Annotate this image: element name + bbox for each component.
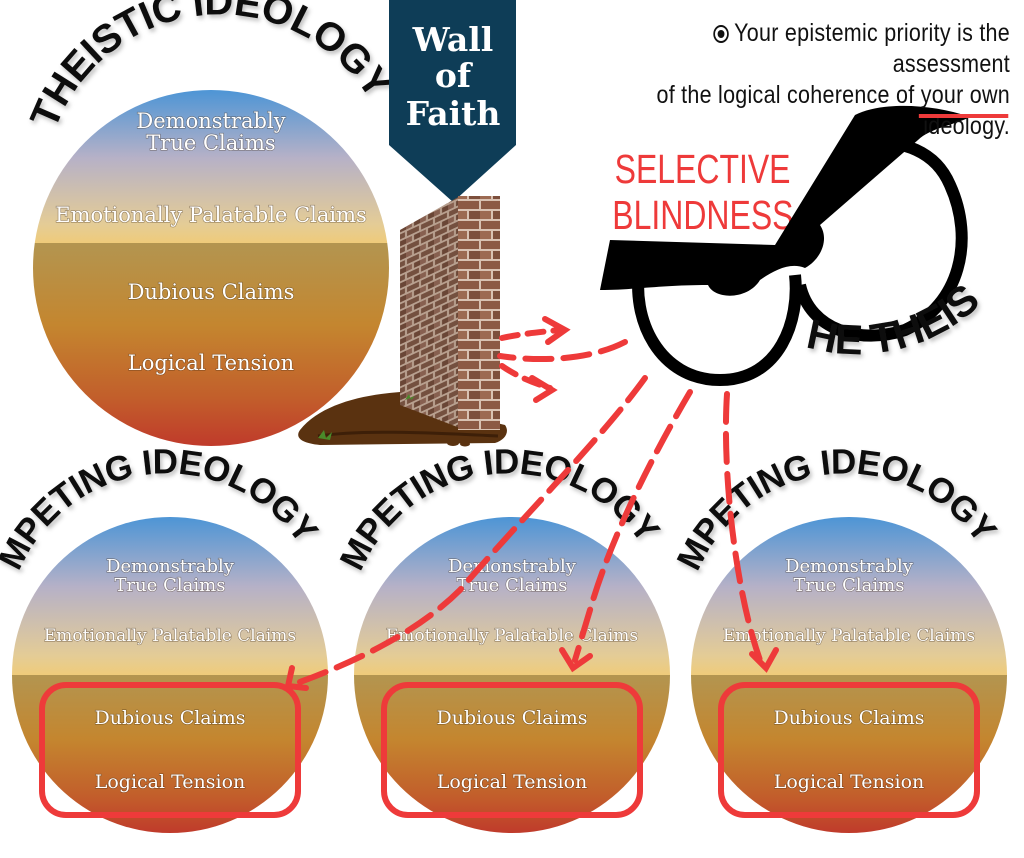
layer-tension: Logical Tension (128, 351, 294, 375)
deflect-arrow-down (499, 363, 553, 391)
arrows (284, 316, 779, 691)
ideology-letter-b: B (0, 0, 12, 8)
highlight-box-a (39, 682, 301, 818)
layer-tension: Logical Tension (95, 771, 246, 793)
arrow-head-c (749, 647, 779, 673)
epistemic-priority-statement: Your epistemic priority is the assessmen… (623, 18, 1010, 142)
grass-icon (318, 430, 332, 440)
layer-emotional: Emotionally Palatable Claims (386, 626, 638, 646)
layer-dubious: Dubious Claims (128, 280, 295, 304)
gaze-to-b (572, 389, 693, 663)
layer-emotional: Emotionally Palatable Claims (44, 626, 296, 646)
gaze-to-c (722, 391, 763, 663)
arrow-head-a (284, 665, 309, 691)
arrow-head-b (559, 647, 593, 673)
layer-demonstrable-line2: True Claims (115, 575, 226, 596)
deflect-arrow-up (499, 327, 563, 341)
theistic-ideology: THEISTIC IDEOLOGY Demonstrably True Clai… (22, 0, 400, 446)
priority-line1: Your epistemic priority is the assessmen… (623, 18, 1010, 80)
gaze-to-wall-line (497, 339, 628, 363)
brick-wall-side (400, 196, 460, 428)
ideology-letter-c: C (0, 0, 13, 8)
layer-demonstrable-line1: Demonstrably (106, 556, 235, 577)
layer-emotional: Emotionally Palatable Claims (55, 203, 367, 227)
banner-line1: Wall (412, 20, 494, 59)
wall-banner (389, 0, 516, 202)
gaze-to-a (297, 375, 648, 685)
brick-wall-front (458, 196, 500, 430)
layer-demonstrable-line1: Demonstrably (785, 556, 914, 577)
wall-of-faith: Wall of Faith (298, 0, 516, 447)
glasses-right-lens (794, 137, 968, 342)
layer-demonstrable-line1: Demonstrably (448, 556, 577, 577)
glasses-brow (600, 105, 970, 296)
layer-dubious: Dubious Claims (774, 707, 925, 729)
layer-demonstrable-line2: True Claims (457, 575, 568, 596)
layer-emotional: Emotionally Palatable Claims (723, 626, 975, 646)
radio-selected-icon (713, 25, 730, 43)
banner-line2: of (435, 56, 473, 95)
layer-dubious: Dubious Claims (95, 707, 246, 729)
layer-demonstrable-line2: True Claims (794, 575, 905, 596)
priority-text-2: of the logical coherence of (656, 81, 921, 109)
priority-emphasis: your own (920, 81, 1010, 109)
highlight-box-c (718, 682, 980, 818)
layer-tension: Logical Tension (437, 771, 588, 793)
selective-line1: SELECTIVE (615, 146, 791, 192)
priority-line2: of the logical coherence of your own ide… (623, 80, 1010, 142)
layer-dubious: Dubious Claims (437, 707, 588, 729)
layer-tension: Logical Tension (774, 771, 925, 793)
banner-line3: Faith (406, 94, 501, 133)
arrow-head (542, 316, 571, 345)
arrow-head (529, 375, 558, 403)
selective-line2: BLINDNESS (612, 192, 793, 238)
layer-demonstrable-line2: True Claims (146, 131, 275, 155)
layer-demonstrable-line1: Demonstrably (136, 109, 285, 133)
priority-text-1: Your epistemic priority is the assessmen… (734, 19, 1010, 78)
glasses-left-lens (632, 263, 802, 387)
highlight-box-b (381, 682, 643, 818)
ideology-letter-a: A (0, 0, 13, 8)
